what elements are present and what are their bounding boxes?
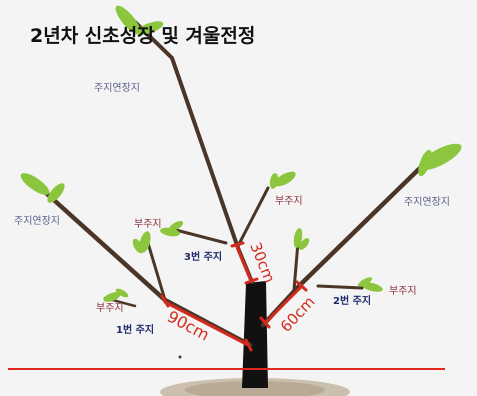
leaf-sub-right-2	[298, 238, 310, 250]
leaf-sub-top-1	[274, 171, 296, 187]
label-main-branch-2: 2번 주지	[333, 294, 371, 307]
label-main-branch-3: 3번 주지	[184, 250, 222, 263]
sub-branch-right-lower	[316, 284, 364, 290]
leaf-right-2	[418, 149, 432, 177]
leaf-top-1	[115, 5, 141, 35]
sub-branch-top-left	[170, 227, 228, 245]
measure-branch-1-tick-left	[160, 294, 170, 308]
leaf-left-1	[20, 173, 50, 195]
label-main-extension-left: 주지연장지	[14, 215, 60, 227]
label-main-extension-top: 주지연장지	[94, 82, 140, 94]
label-main-extension-right: 주지연장지	[404, 196, 450, 208]
measure-branch-2-tick-bottom	[259, 316, 271, 329]
page-title: 2년차 신초성장 및 겨울전정	[30, 25, 255, 47]
soil-mound-top	[185, 381, 325, 396]
label-main-branch-1: 1번 주지	[116, 323, 154, 336]
sub-branch-left-upper	[146, 241, 167, 302]
measure-lines	[160, 241, 308, 352]
leaf-sub-left-2	[132, 238, 144, 254]
leaf-sub-midleft-2	[168, 220, 184, 232]
measure-branch-2-tick-top	[295, 280, 308, 292]
leaf-sub-top-2	[269, 173, 279, 189]
label-sub-branch-right: 부주지	[389, 285, 417, 297]
leaves	[20, 5, 462, 302]
label-sub-branch-mid-left: 부주지	[134, 218, 162, 230]
label-sub-branch-low-left: 부주지	[96, 302, 124, 314]
sub-branch-right-upper	[292, 240, 300, 292]
leaf-top-2	[136, 21, 164, 35]
measure-branch-3-tick-top	[230, 241, 245, 248]
trunk	[242, 281, 268, 388]
leaf-sub-lowleft-2	[115, 288, 129, 298]
leaf-sub-lowright-1	[361, 282, 383, 292]
leaf-left-2	[47, 183, 65, 203]
measure-branch-3	[235, 245, 253, 283]
measure-branch-3-tick-bottom	[244, 277, 259, 285]
sub-branch-top-right	[236, 186, 270, 248]
label-sub-branch-top: 부주지	[275, 195, 303, 207]
measure-branch-1	[163, 300, 250, 347]
leaf-sub-lowleft-1	[103, 292, 121, 302]
dot-marker	[178, 355, 182, 359]
leaf-sub-lowright-2	[357, 277, 373, 287]
measure-branch-2	[263, 284, 304, 325]
leaf-sub-right-1	[293, 228, 303, 248]
measure-branch-1-tick-right	[244, 338, 253, 352]
